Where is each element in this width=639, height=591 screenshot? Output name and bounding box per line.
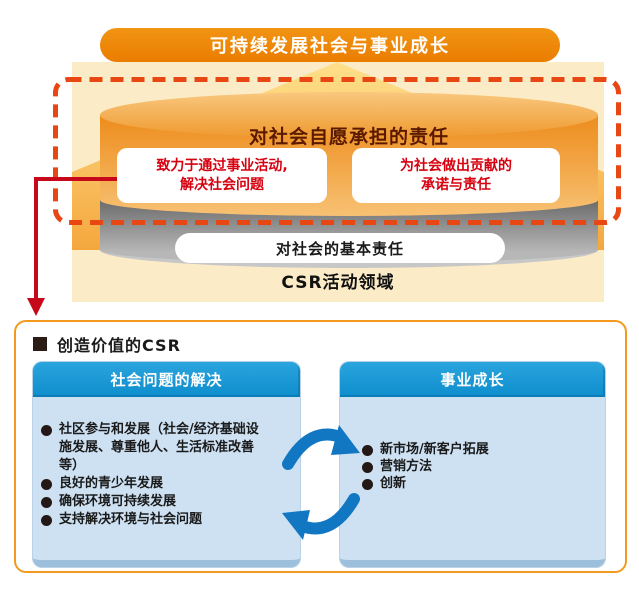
voluntary-responsibility-title: 对社会自愿承担的责任 bbox=[248, 126, 449, 148]
red-connector-arrowhead-icon bbox=[27, 298, 45, 316]
value-csr-heading-label: 创造价值的CSR bbox=[57, 336, 181, 355]
goal-banner: 可持续发展社会与事业成长 bbox=[100, 28, 560, 62]
contribution-card-line1: 为社会做出贡献的 bbox=[400, 157, 512, 174]
list-item: 社区参与和发展（社会/经济基础设施发展、尊重他人、生活标准改善等） bbox=[41, 421, 294, 475]
bullet-icon bbox=[41, 497, 52, 508]
bullet-icon bbox=[362, 445, 373, 456]
value-csr-heading: 创造价值的CSR bbox=[33, 332, 181, 356]
list-item: 良好的青少年发展 bbox=[41, 475, 294, 493]
social-issues-list: 社区参与和发展（社会/经济基础设施发展、尊重他人、生活标准改善等） 良好的青少年… bbox=[33, 397, 300, 529]
goal-banner-label: 可持续发展社会与事业成长 bbox=[210, 36, 450, 57]
business-growth-header: 事业成长 bbox=[340, 362, 605, 397]
bullet-icon bbox=[41, 515, 52, 526]
contribution-card-line2: 承诺与责任 bbox=[421, 176, 491, 193]
basic-responsibility-pill: 对社会的基本责任 bbox=[175, 233, 505, 263]
list-item: 营销方法 bbox=[362, 458, 599, 475]
business-growth-header-label: 事业成长 bbox=[440, 371, 505, 389]
bullet-icon bbox=[362, 462, 373, 473]
social-issues-header-label: 社会问题的解决 bbox=[110, 371, 223, 389]
list-item: 支持解决环境与社会问题 bbox=[41, 511, 294, 529]
social-issues-column: 社会问题的解决 社区参与和发展（社会/经济基础设施发展、尊重他人、生活标准改善等… bbox=[33, 362, 300, 567]
heading-square-icon bbox=[33, 337, 47, 351]
social-issues-header: 社会问题的解决 bbox=[33, 362, 300, 397]
bullet-icon bbox=[41, 425, 52, 436]
business-growth-list: 新市场/新客户拓展 营销方法 创新 bbox=[340, 397, 605, 492]
business-activity-card: 致力于通过事业活动, 解决社会问题 bbox=[117, 148, 327, 203]
list-item: 新市场/新客户拓展 bbox=[362, 441, 599, 458]
business-activity-card-line2: 解决社会问题 bbox=[180, 176, 264, 193]
contribution-card: 为社会做出贡献的 承诺与责任 bbox=[352, 148, 560, 203]
bullet-icon bbox=[41, 479, 52, 490]
list-item: 确保环境可持续发展 bbox=[41, 493, 294, 511]
bullet-icon bbox=[362, 479, 373, 490]
list-item: 创新 bbox=[362, 475, 599, 492]
csr-activity-area-label: CSR活动领域 bbox=[281, 273, 395, 293]
business-activity-card-line1: 致力于通过事业活动, bbox=[156, 157, 288, 174]
business-growth-column: 事业成长 新市场/新客户拓展 营销方法 创新 bbox=[340, 362, 605, 567]
value-csr-panel: 创造价值的CSR 社会问题的解决 社区参与和发展（社会/经济基础设施发展、尊重他… bbox=[14, 320, 627, 573]
